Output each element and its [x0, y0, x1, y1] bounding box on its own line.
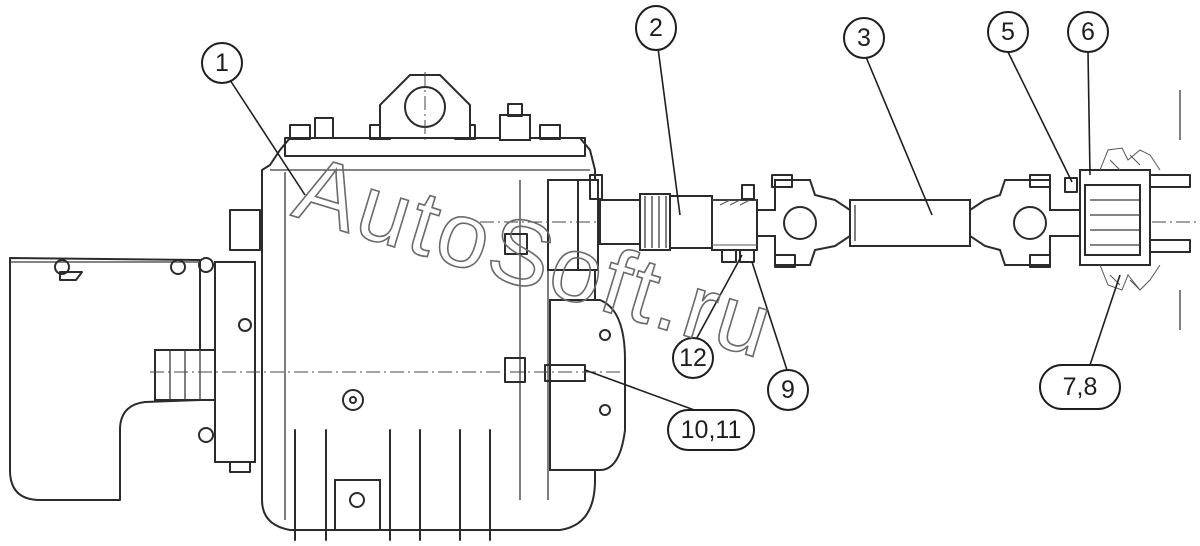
cooling-fins [294, 429, 491, 541]
callout-3-label: 3 [857, 24, 871, 52]
callout-1-label: 1 [215, 49, 229, 77]
callout-12-label: 12 [679, 344, 707, 372]
propeller-shaft [756, 174, 1081, 268]
callout-7-8: 7,8 [1039, 364, 1121, 410]
callout-6: 6 [1067, 11, 1109, 53]
callout-2: 2 [635, 5, 677, 51]
callout-3: 3 [843, 17, 885, 59]
output-flange [504, 174, 626, 471]
callout-10-11-label: 10,11 [681, 416, 742, 444]
callout-9-label: 9 [781, 376, 795, 404]
spline-sleeve [599, 184, 758, 263]
driven-pulley [1064, 90, 1191, 330]
callout-9: 9 [767, 369, 809, 411]
callout-2-label: 2 [649, 14, 663, 42]
input-shaft [154, 209, 261, 473]
callout-10-11: 10,11 [667, 409, 755, 451]
callout-5: 5 [987, 11, 1029, 53]
gearbox-housing [261, 74, 596, 541]
callout-1: 1 [201, 42, 243, 84]
mounting-bracket [9, 257, 201, 501]
callout-6-label: 6 [1081, 18, 1095, 46]
callout-7-8-label: 7,8 [1063, 373, 1098, 401]
callout-12: 12 [672, 337, 714, 379]
leader-lines [229, 47, 1121, 416]
callout-5-label: 5 [1001, 18, 1015, 46]
